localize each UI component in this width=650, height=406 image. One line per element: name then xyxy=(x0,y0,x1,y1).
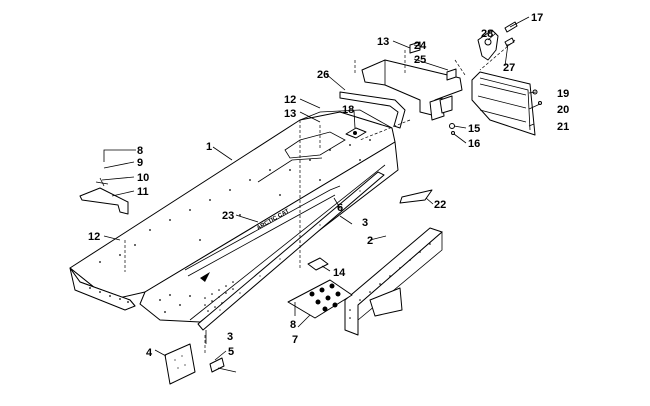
label-part-24: 24 xyxy=(414,40,427,52)
label-part-3: 3 xyxy=(227,331,233,343)
callout-labels: 1 2 3 3 4 5 6 7 8 8 9 10 11 12 12 13 13 … xyxy=(88,12,569,359)
perforated-plate xyxy=(287,279,353,319)
label-part-17: 17 xyxy=(531,12,543,24)
support-bracket xyxy=(344,227,443,336)
top-bracket xyxy=(345,127,367,139)
label-part-8: 8 xyxy=(137,145,143,157)
clip-part xyxy=(307,257,329,271)
label-part-10: 10 xyxy=(137,172,149,184)
label-part-12: 12 xyxy=(284,94,296,106)
label-part-20: 20 xyxy=(557,104,569,116)
rear-reflector xyxy=(164,343,196,385)
label-part-15: 15 xyxy=(468,123,480,135)
hitch-latch xyxy=(477,29,499,61)
label-part-13: 13 xyxy=(377,36,389,48)
label-part-1: 1 xyxy=(206,141,212,153)
left-bracket xyxy=(79,177,129,215)
label-part-8: 8 xyxy=(290,319,296,331)
hitch-bracket xyxy=(361,41,463,121)
label-part-11: 11 xyxy=(137,186,149,198)
label-part-21: 21 xyxy=(557,121,569,133)
leader-lines xyxy=(101,16,541,361)
label-part-18: 18 xyxy=(342,104,354,116)
label-part-3: 3 xyxy=(362,217,368,229)
assembly-lines xyxy=(124,39,516,355)
label-part-16: 16 xyxy=(468,138,480,150)
side-rail xyxy=(197,171,385,331)
arrow-decal-icon xyxy=(200,272,210,282)
screws xyxy=(504,21,518,47)
label-part-23: 23 xyxy=(222,210,234,222)
label-part-22: 22 xyxy=(434,199,446,211)
label-part-5: 5 xyxy=(228,346,234,358)
label-part-7: 7 xyxy=(292,334,298,346)
label-part-12: 12 xyxy=(88,231,100,243)
label-part-13: 13 xyxy=(284,108,296,120)
reflector-part xyxy=(399,189,433,204)
grab-handle xyxy=(339,91,406,129)
snow-flap xyxy=(471,71,536,136)
label-part-25: 25 xyxy=(414,54,426,66)
label-part-27: 27 xyxy=(503,62,515,74)
label-part-9: 9 xyxy=(137,157,143,169)
washers xyxy=(449,123,455,135)
label-part-4: 4 xyxy=(146,347,153,359)
label-part-2: 2 xyxy=(367,235,373,247)
label-part-14: 14 xyxy=(333,267,346,279)
screw-part xyxy=(209,357,225,373)
label-part-6: 6 xyxy=(337,202,343,214)
label-part-28: 28 xyxy=(481,28,493,40)
label-part-26: 26 xyxy=(317,69,329,81)
label-part-19: 19 xyxy=(557,88,569,100)
